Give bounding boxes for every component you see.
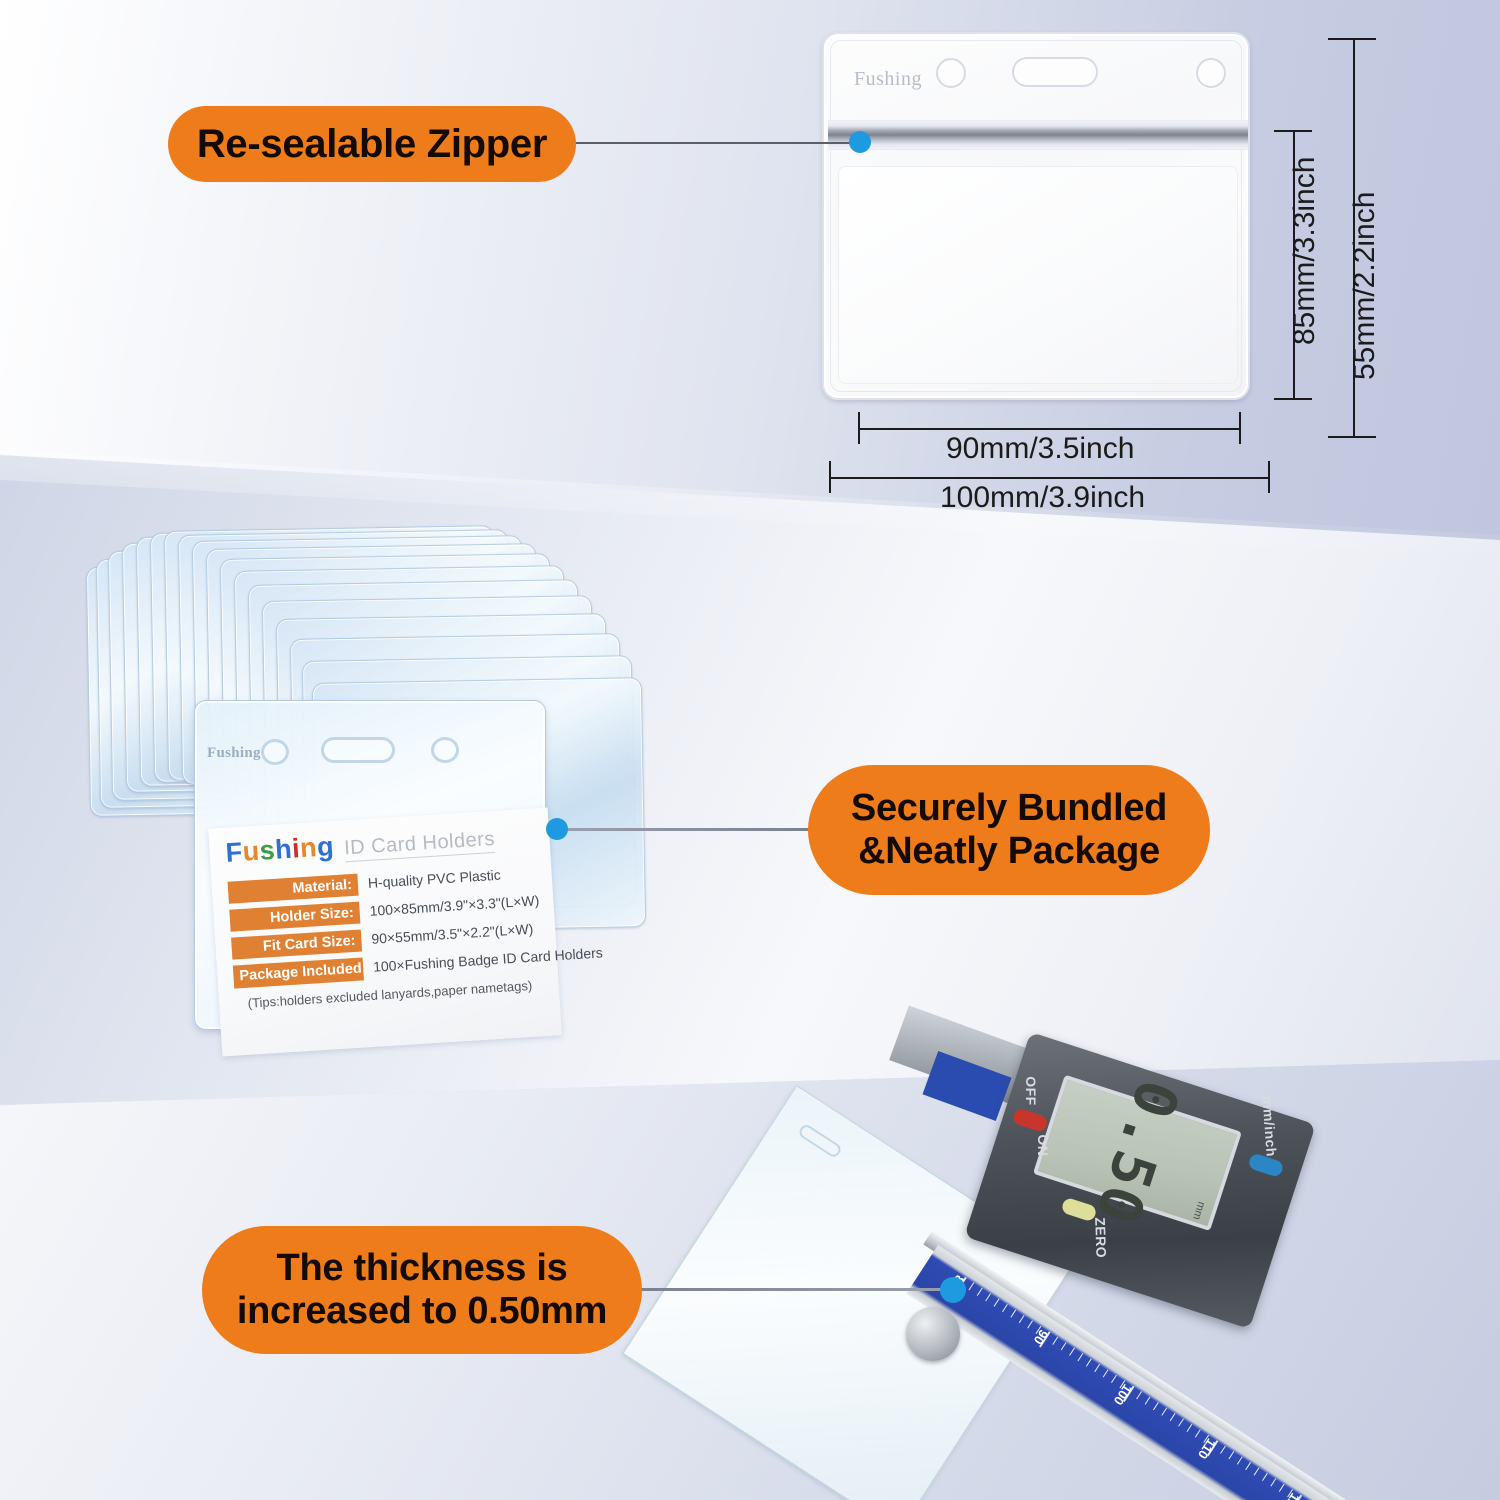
- spec-key: Material:: [227, 873, 359, 904]
- dim-cap-height-outer-bottom: [1328, 436, 1376, 438]
- dim-label-height-outer: 55mm/2.2inch: [1348, 191, 1381, 380]
- dim-line-height-inner: [1293, 130, 1295, 400]
- callout-thickness-line1: The thickness is: [276, 1247, 568, 1290]
- logo-letter: s: [258, 834, 277, 866]
- label-subtitle: ID Card Holders: [343, 827, 496, 863]
- callout-securely-bundled[interactable]: Securely Bundled &Neatly Package: [808, 765, 1210, 895]
- caliper-on-off-button[interactable]: [1011, 1107, 1049, 1134]
- product-spec-label: Fushing ID Card Holders Material: H-qual…: [208, 807, 603, 1057]
- spec-value: H-quality PVC Plastic: [367, 866, 502, 891]
- logo-letter: n: [299, 832, 319, 864]
- dim-cap-height-outer-top: [1328, 38, 1376, 40]
- callout-thickness[interactable]: The thickness is increased to 0.50mm: [202, 1226, 642, 1354]
- dim-label-height-inner: 85mm/3.3inch: [1288, 156, 1321, 345]
- leader-line-thickness: [640, 1288, 952, 1291]
- dim-line-width-inner: [859, 428, 1241, 430]
- caliper-mm-inch-label: mm/inch: [1259, 1095, 1280, 1158]
- punch-hole-right-icon: [431, 737, 459, 763]
- leader-dot-bundled: [546, 818, 568, 840]
- dim-cap-width-outer-left: [829, 461, 831, 493]
- dim-cap-width-inner-right: [1239, 412, 1241, 444]
- leader-dot-zipper: [849, 131, 871, 153]
- badge-holder-illustration: Fushing: [822, 32, 1250, 400]
- spec-table: Material: H-quality PVC Plastic Holder S…: [227, 862, 603, 1011]
- logo-letter: F: [224, 836, 244, 868]
- callout-thickness-line2: increased to 0.50mm: [236, 1290, 608, 1332]
- callout-resealable-zipper[interactable]: Re-sealable Zipper: [168, 106, 576, 182]
- lanyard-slot-icon: [321, 737, 395, 763]
- fushing-logo: Fushing: [225, 831, 335, 869]
- spec-key: Package Included:: [232, 957, 367, 989]
- callout-zipper-label: Re-sealable Zipper: [196, 121, 548, 166]
- dim-label-width-outer: 100mm/3.9inch: [940, 481, 1146, 514]
- dim-cap-width-outer-right: [1268, 461, 1270, 493]
- stack-front-brand-text: Fushing: [207, 745, 261, 761]
- callout-bundled-line1: Securely Bundled: [850, 787, 1168, 830]
- badge-card-window: [838, 166, 1238, 384]
- label-header: Fushing ID Card Holders: [225, 818, 536, 869]
- logo-letter: g: [316, 831, 335, 863]
- caliper-on-label: ON: [1035, 1134, 1052, 1157]
- punch-hole-right-icon: [1196, 58, 1226, 88]
- spec-value: 90×55mm/3.5"×2.2"(L×W): [370, 920, 534, 948]
- logo-letter: h: [274, 833, 294, 865]
- spec-value: 100×85mm/3.9"×3.3"(L×W): [369, 892, 540, 920]
- dim-label-width-inner: 90mm/3.5inch: [946, 432, 1135, 465]
- caliper-reading-unit: mm: [1189, 1199, 1207, 1222]
- section-1-panel: [0, 0, 1500, 540]
- badge-brand-text: Fushing: [854, 68, 922, 90]
- caliper-off-label: OFF: [1023, 1076, 1040, 1106]
- caliper-zero-label: ZERO: [1092, 1216, 1110, 1259]
- dim-cap-height-inner-top: [1274, 130, 1312, 132]
- spec-key: Fit Card Size:: [231, 929, 363, 961]
- dim-cap-width-inner-left: [858, 412, 860, 444]
- resealable-zipper-strip: [828, 120, 1248, 150]
- logo-letter: u: [241, 835, 261, 867]
- punch-hole-left-icon: [936, 58, 966, 88]
- caliper-reading-value: 0.50: [1082, 1072, 1193, 1234]
- digital-caliper-illustration: 80 90 100 110 120 130 0.50 mm mm/inch OF…: [622, 1005, 1500, 1500]
- dim-line-width-outer: [830, 477, 1270, 479]
- lanyard-slot-icon: [1012, 57, 1098, 87]
- leader-line-bundled: [560, 828, 812, 831]
- spec-key: Holder Size:: [229, 901, 361, 932]
- dim-line-height-outer: [1353, 38, 1355, 438]
- caliper-thumb-wheel[interactable]: [906, 1307, 960, 1361]
- leader-dot-thickness: [940, 1277, 966, 1303]
- leader-line-zipper: [570, 142, 858, 144]
- punch-hole-left-icon: [261, 739, 289, 765]
- callout-bundled-line2: &Neatly Package: [858, 830, 1160, 872]
- dim-cap-height-inner-bottom: [1274, 398, 1312, 400]
